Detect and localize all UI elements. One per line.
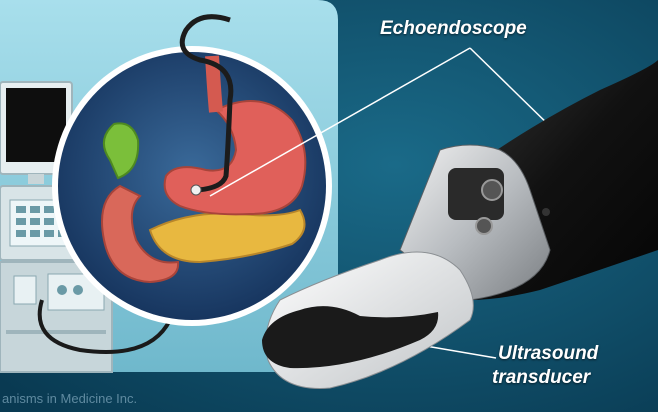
echoendoscope-label: Echoendoscope bbox=[380, 18, 527, 40]
scope-lens bbox=[482, 180, 502, 200]
scope-tip-small bbox=[191, 185, 201, 195]
scope-port bbox=[542, 208, 550, 216]
ultrasound-transducer-label-line1: Ultrasound bbox=[498, 343, 598, 365]
scope-channel bbox=[476, 218, 492, 234]
ultrasound-transducer-label-line2: transducer bbox=[492, 367, 590, 389]
copyright-credit: anisms in Medicine Inc. bbox=[2, 391, 137, 406]
